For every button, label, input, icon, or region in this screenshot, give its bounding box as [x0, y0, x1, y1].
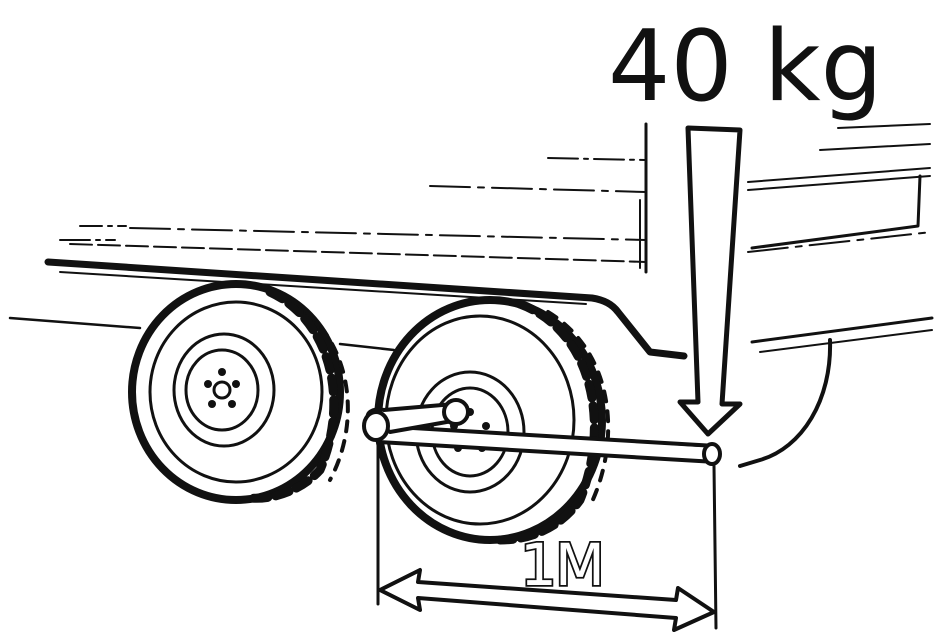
force-arrow	[677, 125, 743, 437]
weight-label: 40 kg	[608, 10, 883, 124]
rear-wheel	[128, 280, 350, 504]
length-dimension	[376, 438, 718, 632]
trailer-body	[8, 122, 934, 468]
length-label: 1M	[520, 531, 603, 599]
wheel-wrench	[362, 398, 722, 466]
